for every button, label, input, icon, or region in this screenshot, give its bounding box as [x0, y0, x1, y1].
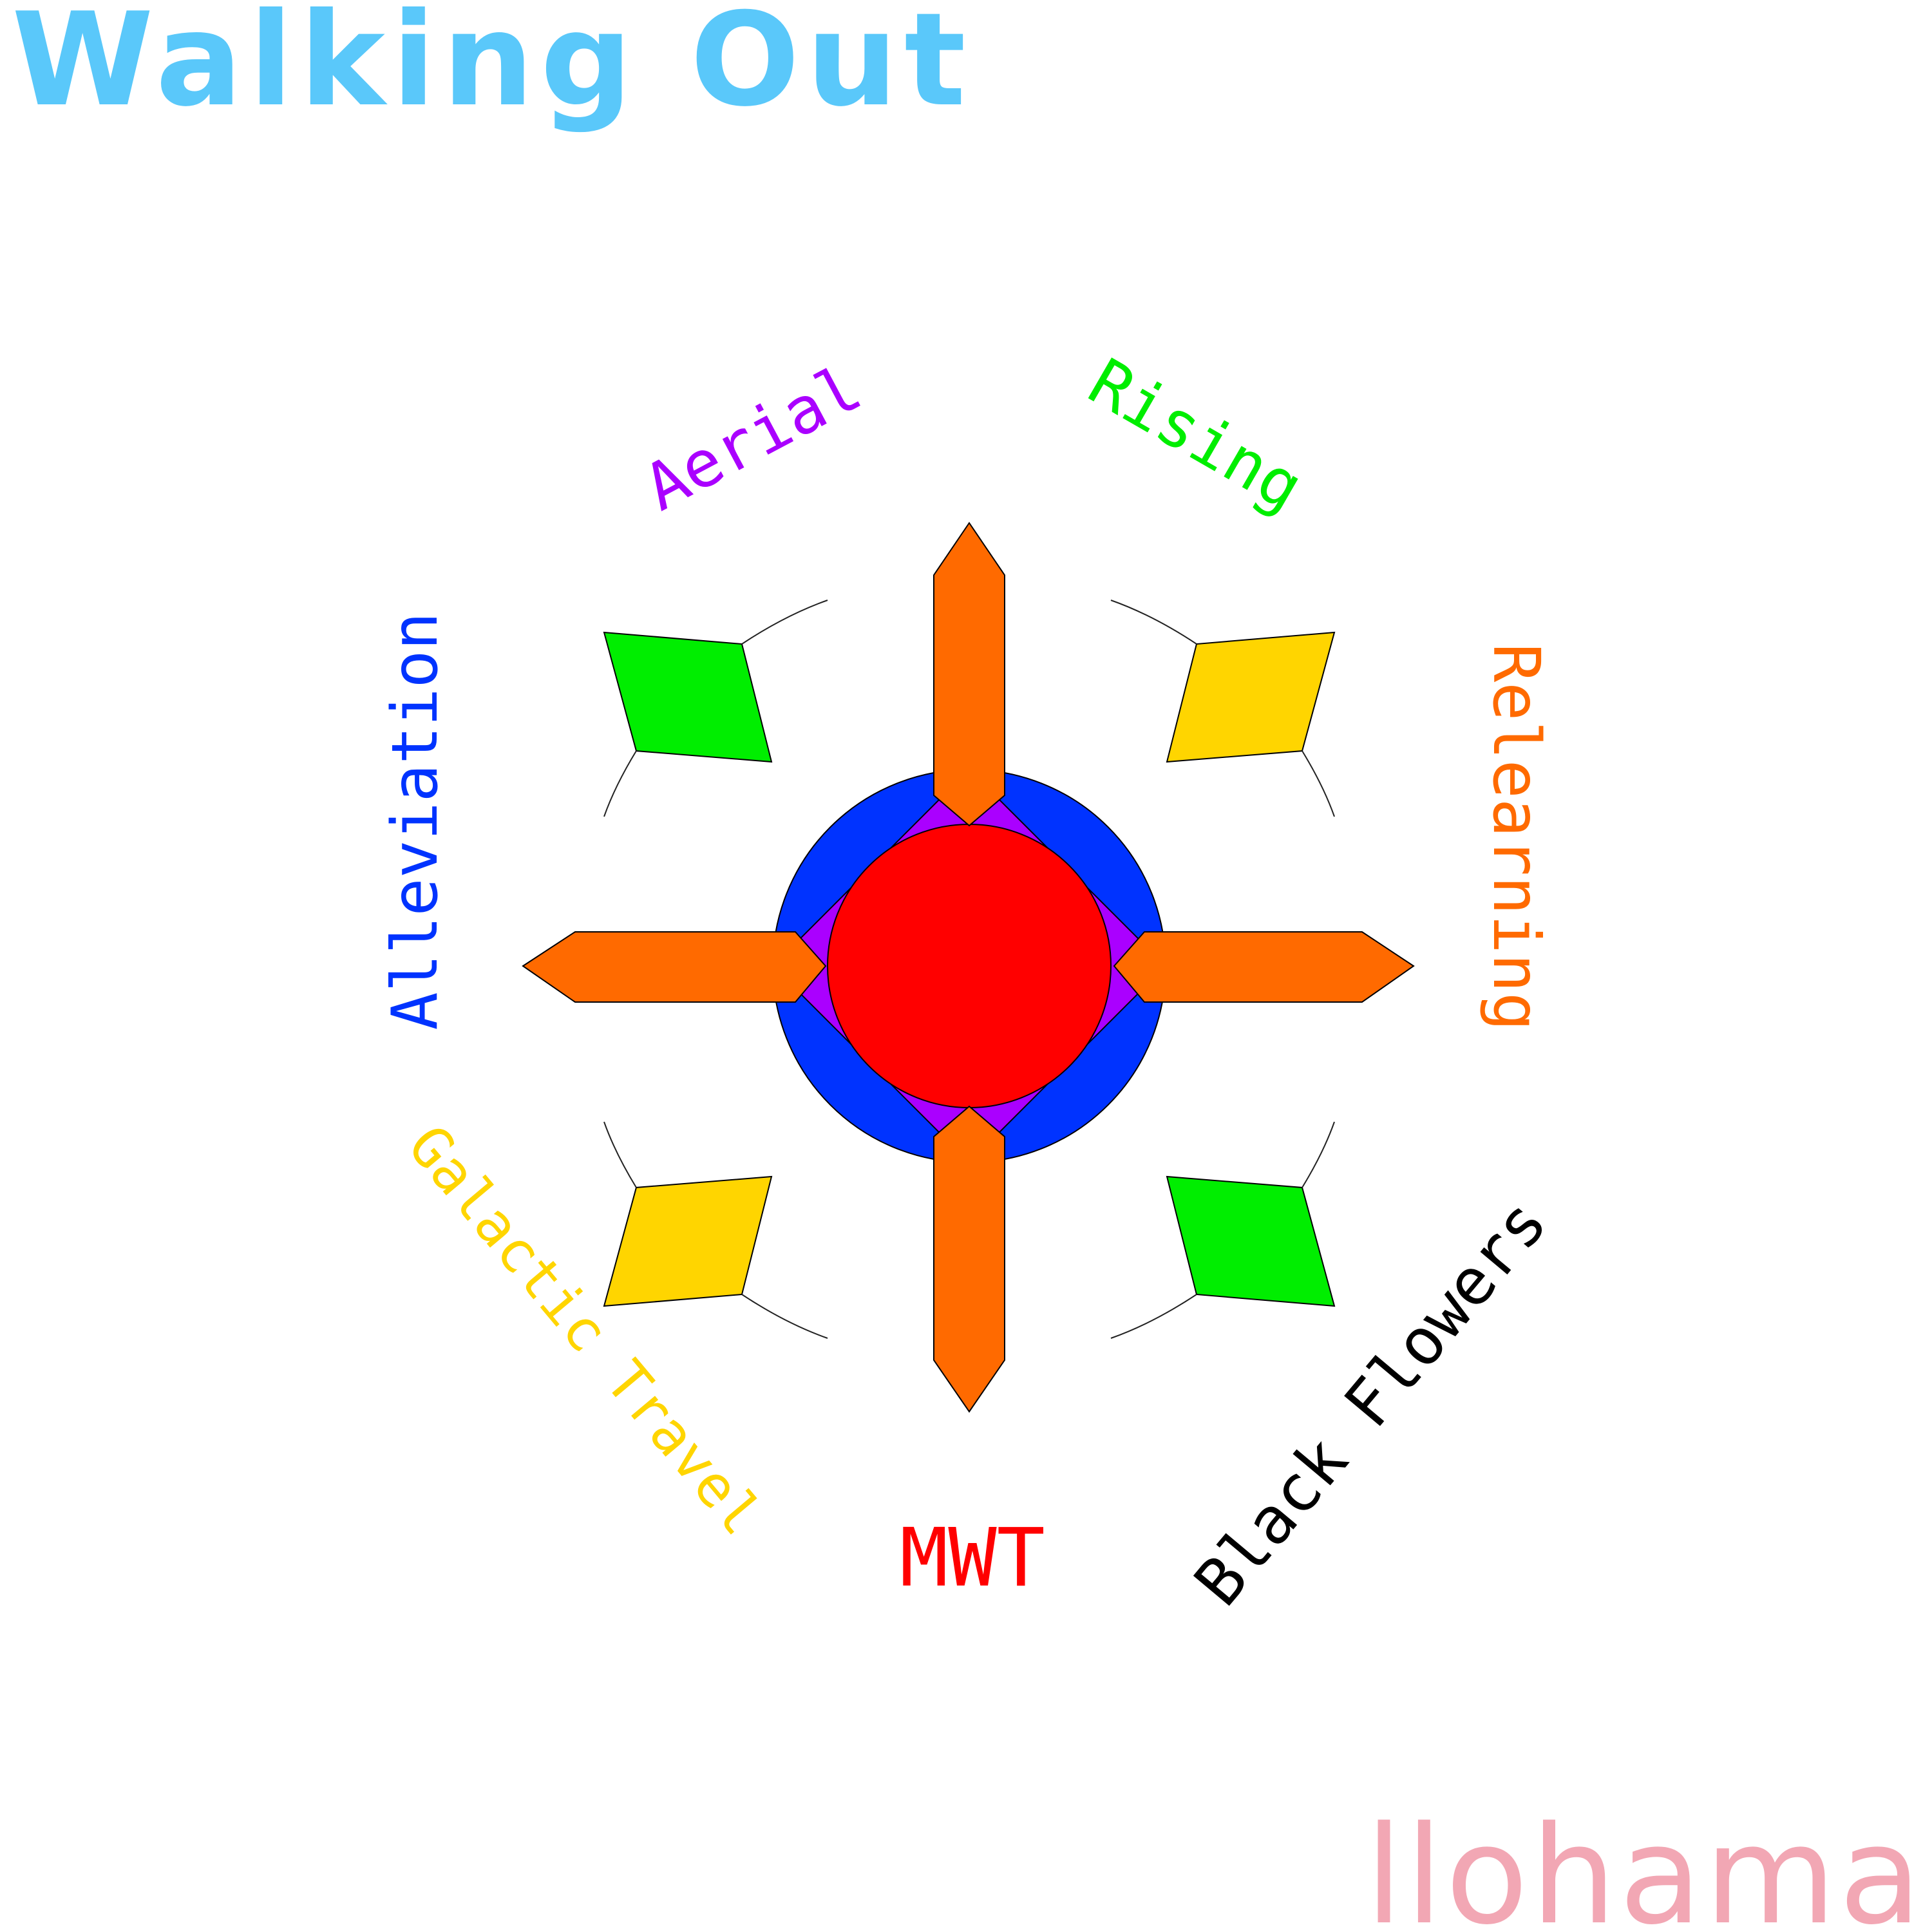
- kite-top-left: [603, 600, 828, 817]
- track-label-mwt: MWT: [900, 1511, 1045, 1605]
- kite-shape: [603, 631, 773, 763]
- kite-arc: [603, 750, 637, 817]
- album-title: Walking Out: [12, 0, 972, 135]
- track-label-relearning: Relearning: [1479, 643, 1554, 1031]
- track-label-galactic-travel: Galactic Travel: [395, 1113, 775, 1548]
- kite-arc: [741, 1294, 828, 1339]
- kite-arc: [1110, 1294, 1197, 1339]
- kite-bottom-right: [1110, 1121, 1336, 1339]
- central-emblem: [522, 522, 1415, 1413]
- kite-top-right: [1110, 600, 1336, 817]
- kite-shape: [603, 1175, 773, 1307]
- track-label-alleviation: Alleviation: [379, 612, 452, 1030]
- arrow-up: [933, 522, 1005, 827]
- kite-shape: [1166, 1175, 1336, 1307]
- track-label-aerial: Aerial: [632, 350, 873, 526]
- kite-arc: [741, 600, 828, 645]
- arrow-right: [1113, 931, 1415, 1003]
- arrow-down: [933, 1105, 1005, 1413]
- kite-shape: [1166, 631, 1336, 763]
- kite-arc: [1302, 1121, 1335, 1188]
- track-label-rising: Rising: [1077, 344, 1316, 526]
- artist-name: llohama: [1365, 1797, 1924, 1932]
- kite-bottom-left: [603, 1121, 828, 1339]
- arrow-left: [522, 931, 827, 1003]
- emblem-core-circle: [827, 824, 1112, 1108]
- kite-arc: [603, 1121, 637, 1188]
- kite-arc: [1302, 750, 1335, 817]
- kite-arc: [1110, 600, 1197, 645]
